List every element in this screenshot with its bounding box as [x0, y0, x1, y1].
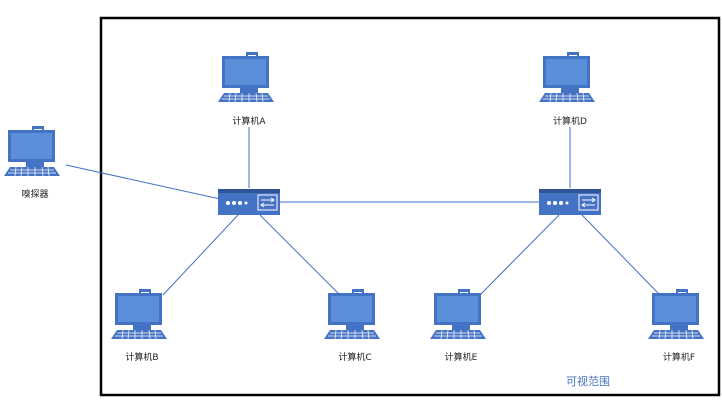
computer-d[interactable]: 计算机D — [538, 51, 596, 127]
switch-left[interactable] — [217, 188, 281, 216]
desktop-computer-icon — [217, 51, 275, 103]
computer-e-label: 计算机E — [445, 351, 478, 363]
computer-sniffer-label: 嗅探器 — [21, 188, 48, 200]
computer-d-label: 计算机D — [553, 115, 587, 127]
computer-e[interactable]: 计算机E — [429, 288, 487, 363]
computer-c-label: 计算机C — [338, 351, 371, 363]
desktop-computer-icon — [110, 288, 168, 340]
link-switch1-c — [259, 214, 341, 296]
connections — [65, 127, 661, 296]
desktop-computer-icon — [3, 125, 61, 177]
visible-range-label: 可视范围 — [566, 374, 610, 388]
desktop-computer-icon — [429, 288, 487, 340]
computer-a-label: 计算机A — [232, 115, 266, 127]
desktop-computer-icon — [647, 288, 705, 340]
computer-f-label: 计算机F — [663, 351, 695, 363]
link-switch1-b — [162, 214, 239, 296]
computer-f[interactable]: 计算机F — [647, 288, 705, 363]
desktop-computer-icon — [538, 51, 596, 103]
network-switch-icon — [217, 188, 281, 216]
computer-a[interactable]: 计算机A — [217, 51, 275, 127]
computer-c[interactable]: 计算机C — [323, 288, 381, 363]
desktop-computer-icon — [323, 288, 381, 340]
switch-right[interactable] — [538, 188, 602, 216]
link-sniffer-switch1 — [65, 164, 221, 200]
computer-sniffer[interactable]: 嗅探器 — [3, 125, 61, 200]
link-switch2-f — [581, 214, 661, 296]
link-switch2-e — [479, 214, 560, 296]
computer-b-label: 计算机B — [125, 351, 158, 363]
network-switch-icon — [538, 188, 602, 216]
computer-b[interactable]: 计算机B — [110, 288, 168, 363]
visible-range-border — [99, 16, 721, 397]
